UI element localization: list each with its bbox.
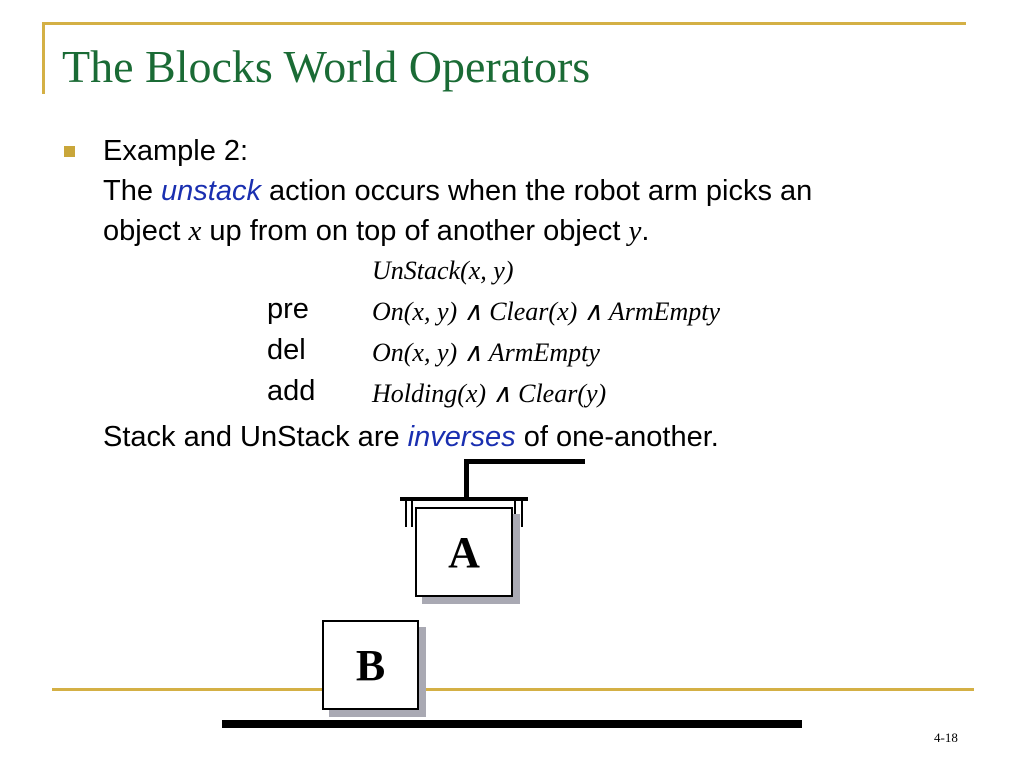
variable-x: x [188, 215, 202, 247]
gripper-finger-left-outer [405, 497, 407, 527]
pre-label: pre [267, 293, 309, 325]
inverses-note: Stack and UnStack are inverses of one-an… [103, 417, 719, 457]
gripper-finger-right-outer [521, 497, 523, 527]
text-fragment: of one-another. [515, 421, 719, 453]
variable-y: y [628, 215, 642, 247]
text-fragment: . [641, 215, 650, 247]
frame-top-rule [42, 22, 966, 25]
text-fragment: object [103, 215, 189, 247]
term-inverses: inverses [407, 421, 516, 453]
term-unstack: unstack [161, 175, 261, 207]
bullet-square-icon [64, 146, 75, 157]
page-number: 4-18 [934, 730, 958, 745]
description-line-2: object x up from on top of another objec… [103, 211, 649, 251]
text-fragment: Stack and UnStack are [103, 421, 408, 453]
pre-value: On(x, y) ∧ Clear(x) ∧ ArmEmpty [372, 297, 721, 326]
text-fragment: up from on top of another object [201, 215, 629, 247]
del-value: On(x, y) ∧ ArmEmpty [372, 338, 600, 367]
slide-title: The Blocks World Operators [62, 41, 591, 92]
gripper-bar [400, 497, 528, 501]
gripper-finger-left-inner [411, 497, 413, 527]
text-fragment: The [103, 175, 162, 207]
robot-arm-horizontal [467, 459, 585, 464]
add-value: Holding(x) ∧ Clear(y) [372, 379, 607, 408]
robot-arm-vertical [464, 459, 469, 501]
gripper-finger-right-inner [514, 497, 516, 527]
del-label: del [267, 334, 306, 366]
block-a: A [415, 507, 513, 597]
add-label: add [267, 375, 316, 407]
text-fragment: action occurs when the robot arm picks a… [260, 175, 813, 207]
description-line-1: The unstack action occurs when the robot… [103, 171, 812, 211]
operator-name: UnStack(x, y) [372, 256, 514, 285]
frame-left-rule [42, 22, 45, 94]
table-surface [222, 720, 802, 728]
block-b: B [322, 620, 419, 710]
frame-bottom-rule [52, 688, 974, 691]
example-heading: Example 2: [103, 135, 249, 167]
